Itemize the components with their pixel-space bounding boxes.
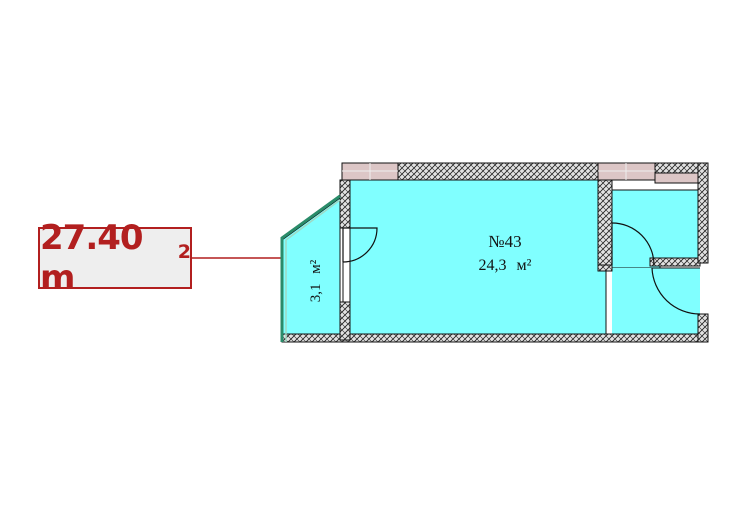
- balcony-area: 3,1 м²: [308, 259, 324, 302]
- door-balcony: [342, 227, 378, 302]
- total-area-badge: 27.40 m 2: [38, 218, 192, 298]
- corridor-floor: [611, 189, 701, 334]
- window-top-right: [597, 162, 699, 184]
- door-corridor: [651, 267, 701, 315]
- main-room-area-value: 24,3: [479, 257, 507, 274]
- wall-balcony-divider: [339, 179, 351, 341]
- total-area-superscript: 2: [177, 241, 191, 263]
- balcony-area-unit: м²: [308, 259, 324, 273]
- balcony-area-value: 3,1: [308, 284, 324, 303]
- total-area-value: 27.40 m: [40, 218, 144, 298]
- window-top-left: [341, 162, 399, 181]
- main-room-number: №43: [488, 232, 521, 251]
- balcony-glazing: [280, 194, 341, 342]
- main-room-area: 24,3 м²: [479, 257, 532, 274]
- main-room-area-unit: м²: [517, 257, 532, 274]
- door-entry: [611, 222, 655, 266]
